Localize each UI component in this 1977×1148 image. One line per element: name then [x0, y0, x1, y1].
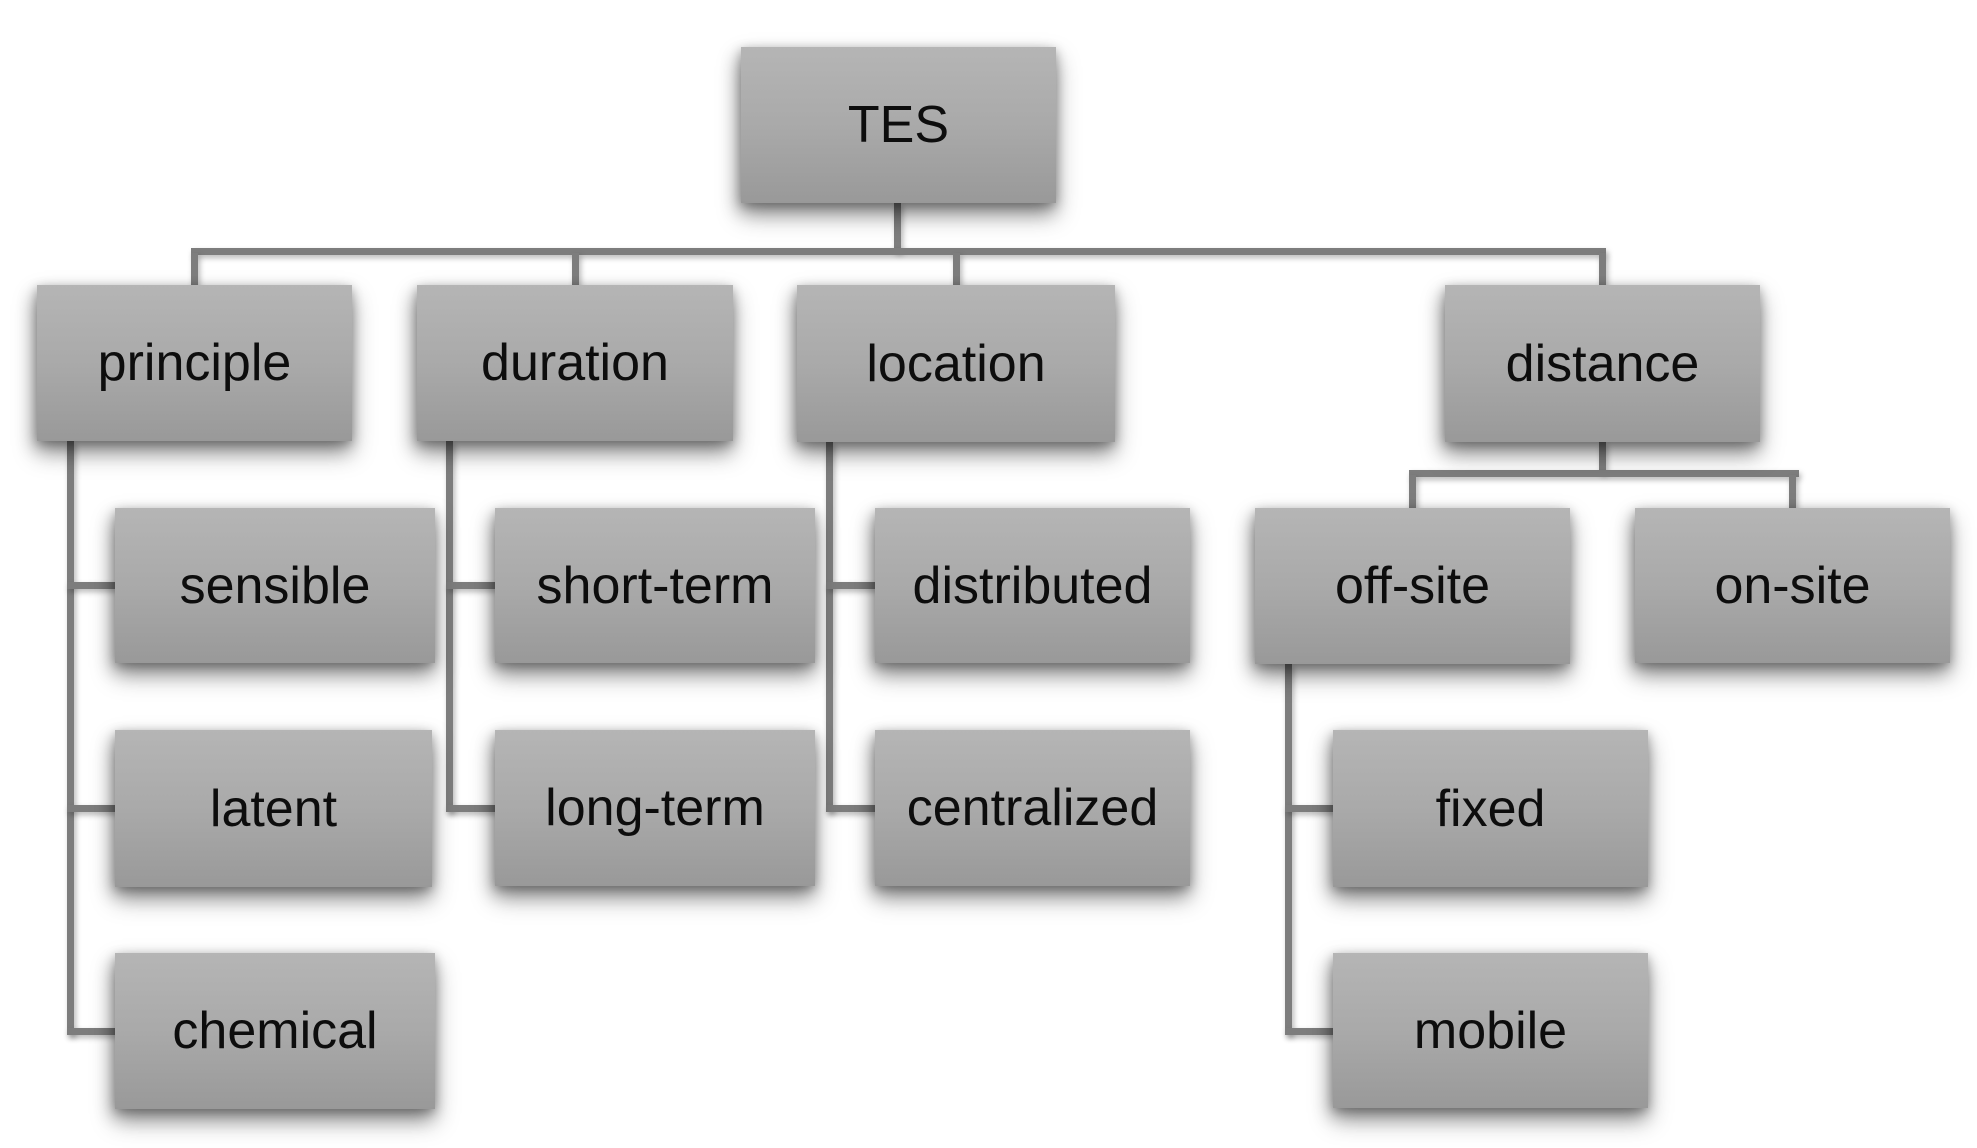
connector-tick-sensible — [67, 582, 115, 589]
connector-tick-chemical — [67, 1028, 115, 1035]
connector-duration-trunk — [446, 441, 453, 812]
node-latent: latent — [115, 730, 432, 887]
connector-stub-principle — [191, 253, 198, 285]
node-sensible: sensible — [115, 508, 435, 663]
node-long-term-label: long-term — [545, 779, 765, 837]
connector-tick-centralized — [826, 805, 875, 812]
connector-stub-on-site — [1789, 475, 1796, 508]
node-off-site: off-site — [1255, 508, 1570, 664]
node-on-site: on-site — [1635, 508, 1950, 663]
connector-tick-distributed — [826, 582, 875, 589]
node-mobile: mobile — [1333, 953, 1648, 1108]
node-sensible-label: sensible — [179, 556, 371, 615]
node-on-site-label: on-site — [1714, 556, 1871, 615]
connector-stub-off-site — [1409, 475, 1416, 508]
node-location-label: location — [866, 334, 1046, 393]
node-tes: TES — [741, 47, 1056, 203]
node-principle-label: principle — [97, 334, 292, 392]
node-duration-label: duration — [481, 334, 669, 392]
node-centralized-label: centralized — [906, 779, 1159, 837]
node-chemical-label: chemical — [172, 1002, 378, 1060]
node-long-term: long-term — [495, 730, 815, 886]
node-distance: distance — [1445, 285, 1760, 442]
node-latent-label: latent — [209, 779, 338, 838]
connector-tick-mobile — [1285, 1028, 1333, 1035]
node-short-term: short-term — [495, 508, 815, 663]
connector-stub-location — [953, 253, 960, 285]
connector-level1-bar — [191, 248, 1606, 255]
connector-distance-trunk — [1599, 442, 1606, 473]
connector-tick-fixed — [1285, 805, 1333, 812]
node-location: location — [797, 285, 1115, 442]
connector-tes-trunk — [894, 203, 901, 252]
connector-tick-latent — [67, 805, 115, 812]
node-principle: principle — [37, 285, 352, 441]
node-off-site-label: off-site — [1334, 557, 1491, 615]
node-fixed: fixed — [1333, 730, 1648, 887]
connector-distance-children-bar — [1409, 470, 1799, 477]
connector-tick-short-term — [446, 582, 495, 589]
node-mobile-label: mobile — [1413, 1001, 1568, 1060]
node-chemical: chemical — [115, 953, 435, 1109]
node-short-term-label: short-term — [536, 556, 774, 615]
node-tes-label: TES — [847, 96, 950, 154]
connector-stub-duration — [572, 253, 579, 285]
node-distributed-label: distributed — [912, 556, 1153, 615]
node-fixed-label: fixed — [1435, 779, 1546, 838]
connector-off-site-trunk — [1285, 664, 1292, 1035]
node-duration: duration — [417, 285, 733, 441]
node-distance-label: distance — [1505, 334, 1700, 393]
node-centralized: centralized — [875, 730, 1190, 886]
connector-location-trunk — [826, 442, 833, 812]
node-distributed: distributed — [875, 508, 1190, 663]
connector-principle-trunk — [67, 441, 74, 1035]
connector-stub-distance — [1599, 253, 1606, 285]
connector-tick-long-term — [446, 805, 495, 812]
